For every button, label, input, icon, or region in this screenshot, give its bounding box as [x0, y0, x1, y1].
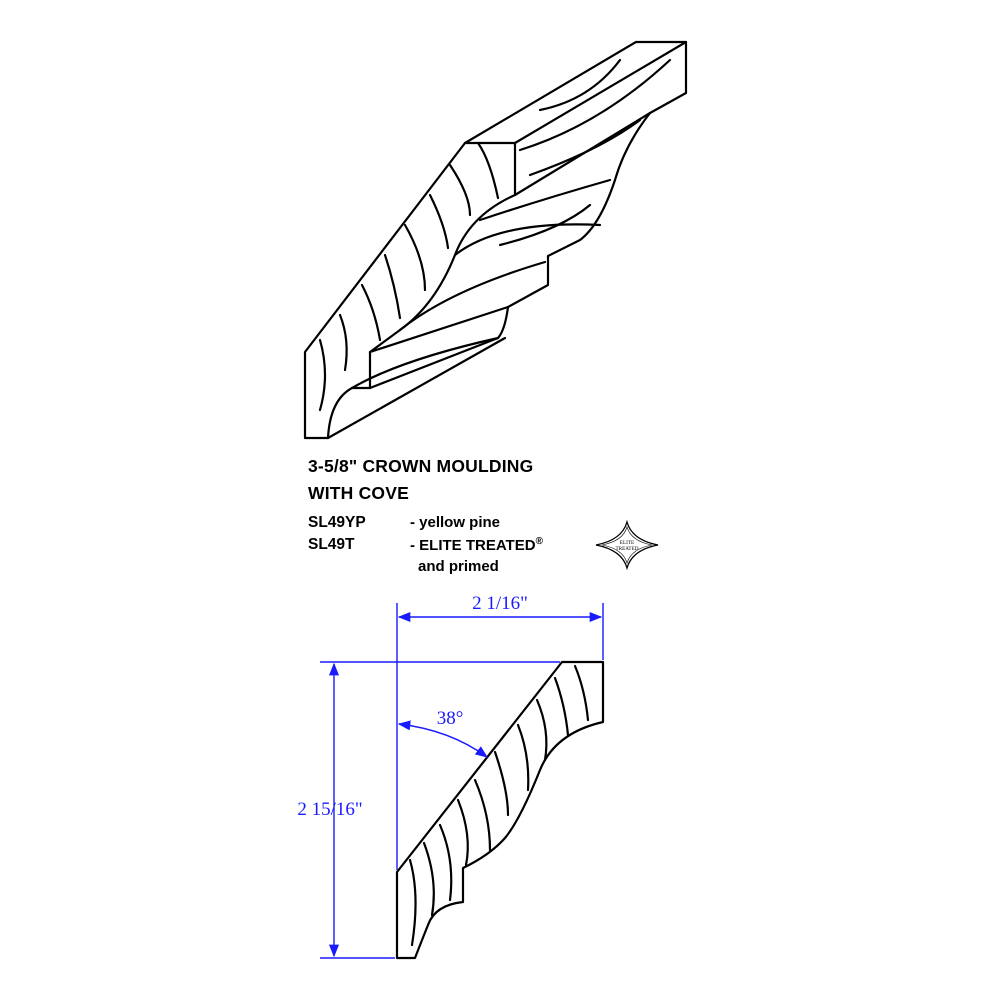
- product-title-line1: 3-5/8" CROWN MOULDING: [308, 456, 534, 476]
- elite-treated-diamond-logo: ELITE TREATED: [595, 520, 659, 570]
- moulding-end-profile: [303, 141, 517, 440]
- moulding-top-face: [463, 40, 688, 145]
- logo-text-line2: TREATED: [615, 546, 638, 552]
- product-title-line2: WITH COVE: [308, 483, 409, 503]
- moulding-cove-edge: [506, 111, 652, 309]
- logo-text-line1: ELITE: [620, 540, 634, 546]
- width-dimension-label: 2 1/16": [472, 593, 528, 614]
- variant-code-elite-treated: SL49T: [308, 536, 355, 553]
- variant-code-yellow-pine: SL49YP: [308, 514, 366, 531]
- moulding-back-face: [648, 40, 688, 115]
- variant-desc-yellow-pine: - yellow pine: [410, 514, 501, 531]
- height-dimension-label: 2 15/16": [297, 799, 362, 820]
- variant-desc-elite-treated: - ELITE TREATED®: [410, 536, 543, 554]
- moulding-lower-face: [453, 223, 602, 257]
- moulding-profile-outline: [395, 660, 605, 960]
- angle-dimension-label: 38°: [437, 708, 464, 729]
- registered-mark: ®: [535, 536, 543, 547]
- variant-desc-continuation: and primed: [418, 558, 499, 575]
